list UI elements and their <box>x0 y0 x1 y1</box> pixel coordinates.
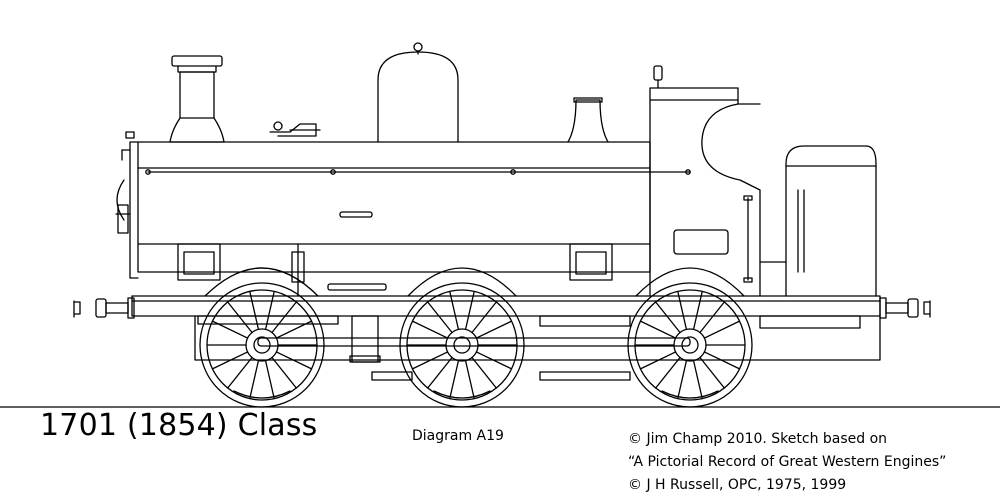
wheel-rear <box>627 282 753 408</box>
safety-valve <box>567 97 609 143</box>
coupling-rod <box>257 337 691 347</box>
saddle-tank <box>137 141 651 273</box>
bunker <box>759 145 877 297</box>
diagram-label: Diagram A19 <box>412 428 504 444</box>
cab <box>649 65 761 297</box>
rear-buffer <box>879 297 931 319</box>
toolbox-front <box>177 243 221 281</box>
front-buffer <box>73 297 135 319</box>
frames <box>194 315 881 361</box>
dome <box>377 42 459 143</box>
credit-line: © J H Russell, OPC, 1975, 1999 <box>628 477 847 493</box>
toolbox-rear <box>569 243 613 281</box>
wheel-front <box>199 282 325 408</box>
credit-line: © Jim Champ 2010. Sketch based on <box>628 431 888 447</box>
chimney <box>169 55 225 143</box>
credits-block: © Jim Champ 2010. Sketch based on “A Pic… <box>628 428 946 497</box>
class-title: 1701 (1854) Class <box>40 408 318 443</box>
wheel-middle <box>399 282 525 408</box>
credit-line: “A Pictorial Record of Great Western Eng… <box>628 454 947 470</box>
